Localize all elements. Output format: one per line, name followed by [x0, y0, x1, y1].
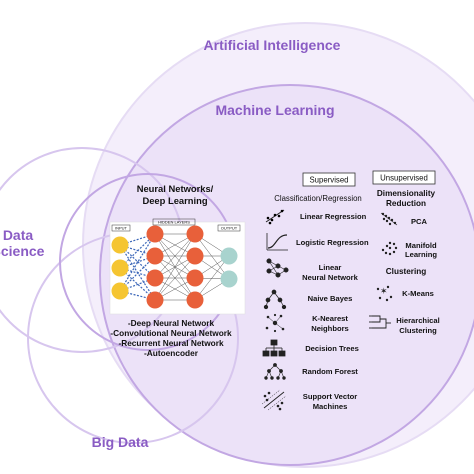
- nn-edge-input-1-hidden1-1: [119, 255, 156, 269]
- supervised-header-box: [302, 172, 356, 187]
- hidden-label: HIDDEN LAYERS: [158, 220, 190, 225]
- ml-title: Machine Learning: [215, 102, 334, 118]
- nn-edge-input-2-hidden1-0: [119, 233, 156, 292]
- nn-title-line1: Neural Networks/: [137, 183, 214, 194]
- nn-node-output-0: [220, 247, 238, 265]
- hidden-label-box: [152, 218, 196, 226]
- random-forest-icon: [264, 363, 286, 380]
- nn-edge-hidden1-3-hidden2-0: [154, 233, 196, 301]
- nn-list-item-1: -Deep Neural Network: [128, 318, 215, 328]
- svm-label-line1: Support Vector: [303, 392, 357, 401]
- nn-node-input-0: [111, 236, 129, 254]
- nn-edge-hidden1-3-hidden2-1: [154, 255, 196, 301]
- nn-node-hidden1-2: [146, 269, 164, 287]
- linear-nn-label-line1: Linear: [319, 263, 342, 272]
- hierarchical-label-line2: Clustering: [399, 326, 437, 335]
- nn-node-input-2: [111, 282, 129, 300]
- kmeans-label: K-Means: [402, 289, 434, 298]
- hierarchical-label-line1: Hierarchical: [396, 316, 439, 325]
- nn-title-line2: Deep Learning: [142, 195, 207, 206]
- knn-label-line1: K-Nearest: [312, 314, 348, 323]
- logistic-regression-label: Logistic Regression: [296, 238, 369, 247]
- data-science-title-line1: Data: [3, 227, 34, 243]
- nn-node-output-1: [220, 270, 238, 288]
- linear-regression-label: Linear Regression: [300, 212, 367, 221]
- neural-network-group: Neural Networks/ Deep Learning INPUT HID…: [109, 183, 246, 358]
- naive-bayes-label: Naive Bayes: [308, 294, 353, 303]
- nn-node-input-1: [111, 259, 129, 277]
- bayes-tree-icon: [263, 289, 287, 310]
- ai-title: Artificial Intelligence: [204, 37, 341, 53]
- dimred-title-line2: Reduction: [386, 199, 426, 208]
- svm-label-line2: Machines: [313, 402, 348, 411]
- knn-label-line2: Neighbors: [311, 324, 349, 333]
- output-label: OUTPUT: [221, 226, 238, 231]
- pca-icon: [380, 212, 398, 226]
- nn-nodes: [111, 225, 238, 309]
- data-science-title-line2: Science: [0, 243, 45, 259]
- manifold-icon: [381, 241, 398, 256]
- svm-icon: [261, 389, 287, 411]
- big-data-title: Big Data: [92, 434, 149, 450]
- decision-trees-label: Decision Trees: [305, 344, 359, 353]
- unsupervised-header-box: [372, 170, 436, 185]
- nn-edge-input-2-hidden1-2: [119, 277, 156, 292]
- nn-diagram-box: [109, 221, 246, 315]
- nn-edge-input-0-hidden1-0: [119, 233, 156, 246]
- nn-node-hidden1-3: [146, 291, 164, 309]
- nn-node-hidden2-1: [186, 247, 204, 265]
- input-label-box: [111, 224, 131, 232]
- sigmoid-curve-icon: [266, 233, 288, 251]
- dendrogram-icon: [369, 315, 391, 329]
- kmeans-icon: ✶: [376, 285, 393, 302]
- input-label: INPUT: [115, 226, 128, 231]
- supervised-header: Supervised: [309, 176, 348, 185]
- nn-node-hidden2-2: [186, 269, 204, 287]
- unsupervised-column: Unsupervised Dimensionality Reduction PC…: [369, 170, 440, 335]
- nn-list-item-3: -Recurrent Neural Network: [118, 338, 224, 348]
- nearest-neighbors-icon: [265, 313, 285, 333]
- scatter-line-icon: [265, 209, 285, 225]
- nn-edge-hidden1-2-hidden2-0: [154, 233, 196, 279]
- manifold-label-line2: Learning: [405, 250, 437, 259]
- decision-tree-icon: [262, 339, 286, 357]
- nn-list-item-4: -Autoencoder: [144, 348, 199, 358]
- network-nodes-icon: [266, 258, 289, 278]
- unsupervised-header: Unsupervised: [380, 174, 428, 183]
- nn-node-hidden2-0: [186, 225, 204, 243]
- pca-label: PCA: [411, 217, 428, 226]
- linear-nn-label-line2: Neural Network: [302, 273, 358, 282]
- random-forest-label: Random Forest: [302, 367, 358, 376]
- svg-text:✶: ✶: [380, 286, 388, 296]
- supervised-subheader: Classification/Regression: [274, 194, 362, 203]
- nn-edge-input-2-hidden1-3: [119, 290, 156, 301]
- supervised-column: Supervised Classification/Regression Lin…: [261, 172, 369, 411]
- nn-edge-hidden2-3-output-0: [194, 255, 230, 301]
- dimred-title-line1: Dimensionality: [377, 189, 436, 198]
- manifold-label-line1: Manifold: [405, 241, 437, 250]
- output-label-box: [217, 224, 241, 232]
- nn-edge-hidden2-0-output-1: [194, 233, 230, 280]
- nn-node-hidden1-0: [146, 225, 164, 243]
- nn-list-item-2: -Convolutional Neural Network: [110, 328, 232, 338]
- nn-node-hidden1-1: [146, 247, 164, 265]
- nn-node-hidden2-3: [186, 291, 204, 309]
- clustering-title: Clustering: [386, 267, 427, 276]
